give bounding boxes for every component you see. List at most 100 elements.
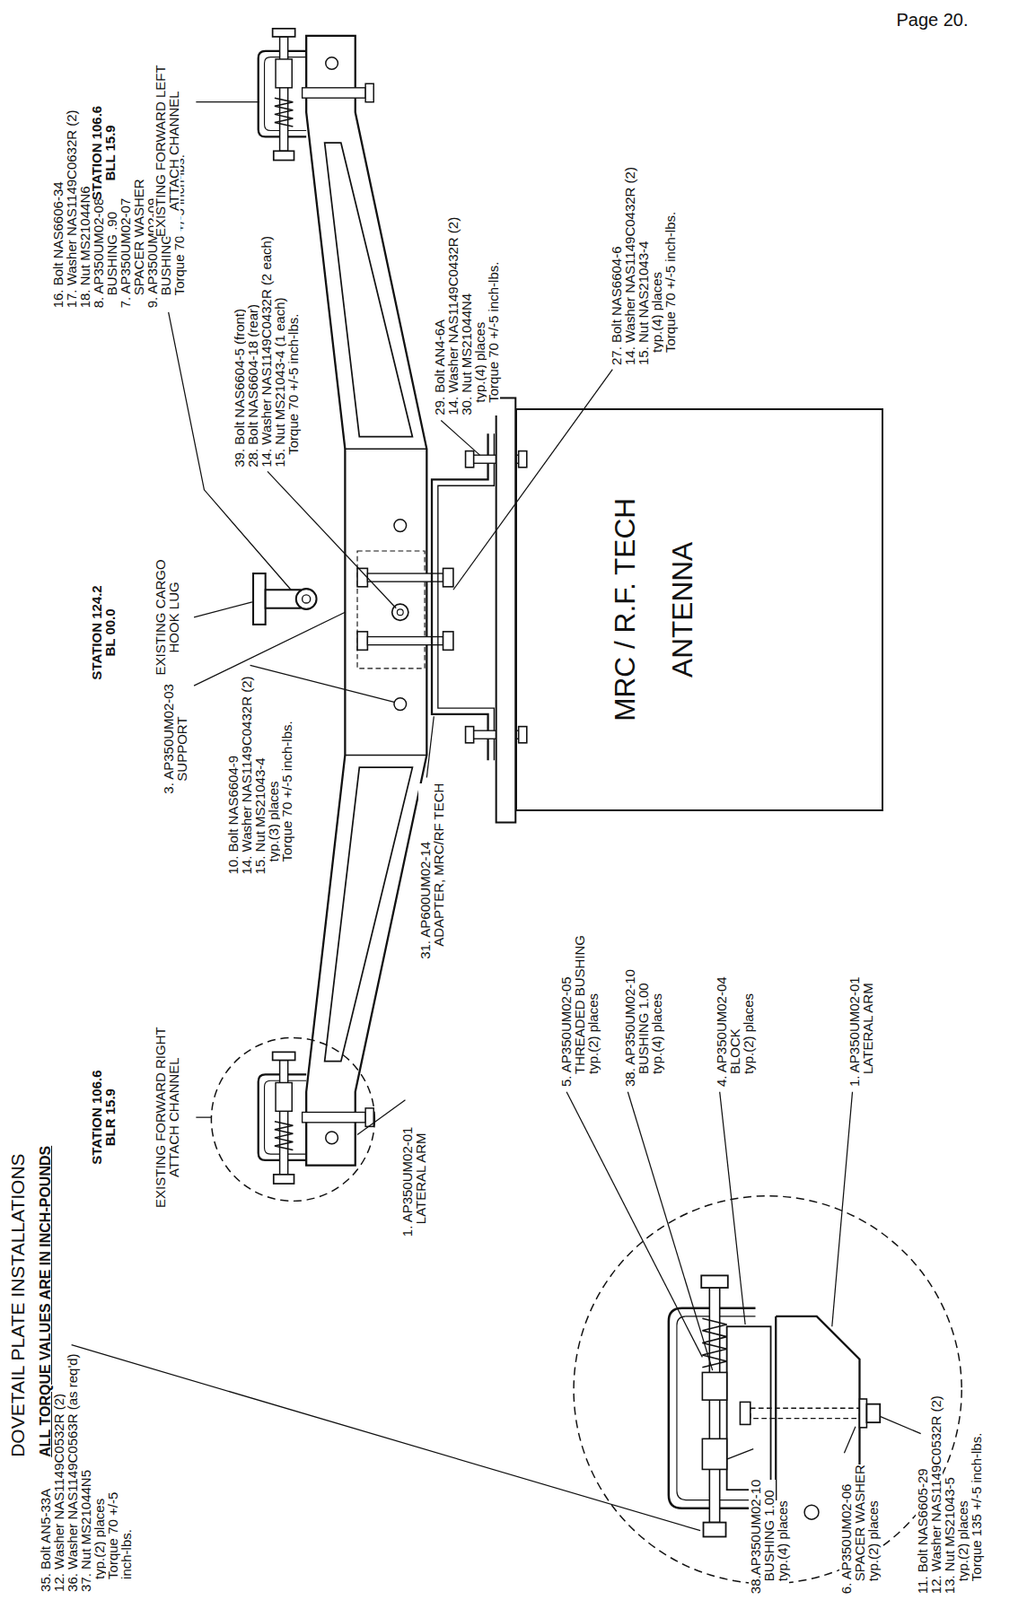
text-line: typ.(2) places	[741, 993, 755, 1088]
callout-text: Torque 70 +/-5 inch-lbs.	[280, 720, 294, 875]
lateral-arm	[324, 767, 413, 1062]
text-line: Torque 70 +/-5 inch-lbs.	[486, 262, 501, 416]
text-line: 15. Nut MS21043-4	[253, 757, 267, 875]
drawing-title: DOVETAIL PLATE INSTALLATIONS	[6, 1153, 30, 1458]
text-line: STATION 106.6	[89, 1070, 104, 1165]
detail-circle	[210, 1037, 375, 1202]
callout-text: 12. Washer NAS1149C0532R (2)	[52, 1394, 66, 1593]
detail-view	[739, 1402, 750, 1425]
callout-text: 14. Washer NAS1149C0432R (2)	[623, 166, 637, 366]
text-line: 14. Washer NAS1149C0432R (2 each)	[259, 236, 273, 468]
antenna-adapter	[431, 433, 489, 761]
text-line: 12. Washer NAS1149C0532R (2)	[52, 1394, 66, 1593]
text-line: 38.AP350UM02-10	[748, 1480, 763, 1596]
text-line: 10. Bolt NAS6604-9	[226, 755, 240, 876]
text-line: 17. Washer NAS1149C0632R (2)	[64, 109, 79, 308]
text-line: ATTACH CHANNEL	[166, 1027, 181, 1209]
callout-group: STATION 106.6 BLL 15.9	[89, 105, 117, 201]
callout-group: 11. Bolt NAS6605-2912. Washer NAS1149C05…	[915, 1395, 984, 1595]
antenna-base-plate	[496, 397, 517, 823]
callout-text: 15. Nut MS21043-4 (1 each)	[272, 297, 287, 467]
lateral-arm	[394, 698, 407, 711]
text-line: typ.(4) places	[649, 272, 664, 366]
antenna-base-plate	[496, 397, 517, 823]
callout-text: 38. AP350UM02-10 BUSHING 1.00	[623, 969, 650, 1088]
callout-text: 8. AP350UM02-08 BUSHING .90	[91, 198, 119, 309]
leader-line	[71, 1345, 701, 1532]
text-line: STATION 106.6	[89, 105, 104, 201]
text-line: HOOK LUG	[166, 559, 181, 676]
text-line: 29. Bolt AN4-6A	[432, 319, 447, 416]
text-line: typ.(2) places	[956, 1501, 970, 1595]
callout-group: 1. AP350UM02-01 LATERAL ARM	[400, 1127, 428, 1238]
callout-text: 14. Washer NAS1149C0432R (2)	[446, 217, 460, 416]
callout-text: 18. Nut MS21044N6	[78, 185, 92, 308]
callout-text: typ.(2) places	[92, 1499, 106, 1593]
attach-channel	[258, 28, 307, 161]
callout-group: 35. Bolt AN5-33A12. Washer NAS1149C0532R…	[38, 1353, 133, 1593]
callout-group: STATION 106.6 BLR 15.9	[89, 1070, 117, 1165]
callout-group: 38. AP350UM02-10 BUSHING 1.00typ.(4) pla…	[623, 969, 664, 1088]
callout-text: typ.(4) places	[473, 322, 487, 416]
text-line: 16. Bolt NAS6606-34	[51, 181, 65, 308]
leader-line	[627, 1092, 712, 1371]
lateral-arm	[306, 35, 427, 1167]
text-line: Torque 135 +/-5 inch-lbs.	[969, 1433, 984, 1596]
callout-text: 5. AP350UM02-05 THREADED BUSHING	[559, 935, 587, 1088]
text-line: 4. AP350UM02-04	[714, 976, 729, 1088]
text-line: 36. Washer NAS1149C0563R (as req'd)	[65, 1353, 79, 1593]
text-line: EXISTING FORWARD LEFT	[153, 64, 167, 237]
text-line: Torque 70 +/-5 inch-lbs.	[286, 314, 300, 468]
callout-text: 1. AP350UM02-01 LATERAL ARM	[847, 976, 875, 1088]
callout-text: 30. Nut MS21044N4	[459, 293, 474, 416]
text-line: 11. Bolt NAS6605-29	[915, 1468, 930, 1595]
callout-text: STATION 106.6 BLR 15.9	[89, 1070, 117, 1165]
support-bolt	[443, 568, 454, 587]
leader-line	[832, 1092, 853, 1328]
callout-text: 28. Bolt NAS6604-18 (rear)	[245, 304, 260, 468]
callout-text: typ.(2) places	[956, 1501, 970, 1595]
support-bolt	[443, 632, 454, 650]
leader-line	[193, 612, 345, 686]
callout-text: 17. Washer NAS1149C0632R (2)	[64, 109, 79, 308]
leader-line	[727, 1449, 755, 1460]
text-line: 15. Nut NAS21043-4	[636, 241, 650, 366]
text-line: 30. Nut MS21044N4	[459, 293, 474, 416]
text-line: 27. Bolt NAS6604-6	[609, 245, 624, 366]
text-line: 14. Washer NAS1149C0432R (2)	[623, 166, 637, 366]
text-line: BUSHING 1.00	[762, 1480, 776, 1596]
callout-group: 6. AP350UM02-06 SPACER WASHERtyp.(2) pla…	[839, 1465, 880, 1595]
attach-channel	[258, 1052, 307, 1185]
cargo-hook-lug	[296, 588, 317, 610]
callout-text: 15. Nut NAS21043-4	[636, 241, 650, 366]
cargo-hook-lug	[253, 573, 266, 625]
page-number: Page 20.	[895, 9, 968, 31]
callout-group: EXISTING FORWARD RIGHT ATTACH CHANNEL	[153, 1027, 181, 1209]
lateral-arm	[325, 1132, 339, 1145]
text-line: 39. Bolt NAS6604-5 (front)	[232, 308, 246, 468]
text-line: 15. Nut MS21043-4 (1 each)	[272, 297, 287, 467]
callout-group: EXISTING FORWARD LEFT ATTACH CHANNEL	[153, 64, 181, 237]
callout-text: 14. Washer NAS1149C0432R (2 each)	[259, 236, 273, 468]
text-line: ATTACH CHANNEL	[166, 64, 181, 237]
callout-group: 3. AP350UM02-03 SUPPORT	[161, 684, 189, 795]
text-line: 8. AP350UM02-08	[91, 198, 106, 309]
callout-group: 1. AP350UM02-01 LATERAL ARM	[847, 976, 875, 1088]
text-line: BL 00.0	[103, 585, 117, 680]
text-line: EXISTING CARGO	[153, 559, 167, 676]
lateral-arm	[325, 57, 339, 71]
callout-text: Torque 70 +/-5 inch-lbs.	[286, 314, 300, 468]
support-bolt	[357, 568, 454, 650]
text-line: 12. Washer NAS1149C0532R (2)	[929, 1395, 943, 1595]
detail-view	[727, 1326, 772, 1491]
text-line: BUSHING .90	[105, 198, 119, 309]
support-bolt	[357, 568, 368, 587]
detail-view	[866, 1404, 880, 1423]
antenna-adapter	[438, 433, 495, 761]
leader-line	[267, 471, 396, 608]
callout-text: 7. AP350UM02-07 SPACER WASHER	[118, 178, 146, 308]
callout-text: typ.(4) places	[775, 1501, 790, 1595]
antenna-body: MRC / R.F. TECH ANTENNA	[515, 408, 883, 812]
